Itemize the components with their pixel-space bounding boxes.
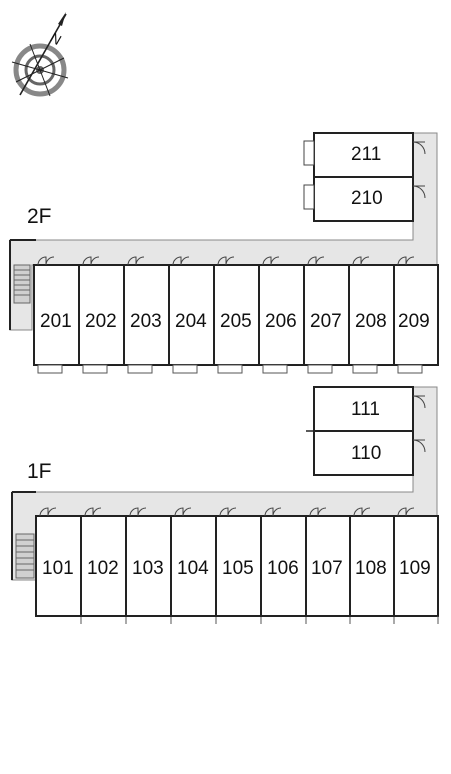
- unit-number: 210: [351, 188, 383, 209]
- unit-205: 205: [213, 256, 260, 374]
- unit-number: 204: [175, 311, 207, 332]
- unit-102: 102: [80, 507, 127, 624]
- unit-number: 205: [220, 311, 252, 332]
- unit-105: 105: [215, 507, 262, 624]
- unit-number: 101: [42, 558, 74, 579]
- unit-111: 111: [306, 386, 426, 432]
- unit-104: 104: [170, 507, 217, 624]
- unit-number: 104: [177, 558, 209, 579]
- unit-number: 109: [399, 558, 431, 579]
- unit-207: 207: [303, 256, 350, 374]
- unit-number: 103: [132, 558, 164, 579]
- staircase-2f: [13, 264, 31, 304]
- unit-211: 211: [303, 132, 426, 178]
- unit-number: 102: [87, 558, 119, 579]
- unit-201: 201: [33, 256, 80, 374]
- unit-number: 206: [265, 311, 297, 332]
- unit-206: 206: [258, 256, 305, 374]
- unit-109: 109: [393, 507, 439, 624]
- compass-north-label: N: [48, 29, 65, 48]
- floor-label-1f: 1F: [27, 460, 52, 483]
- unit-107: 107: [305, 507, 351, 624]
- unit-209: 209: [393, 256, 439, 374]
- unit-number: 106: [267, 558, 299, 579]
- unit-101: 101: [35, 507, 82, 624]
- unit-number: 202: [85, 311, 117, 332]
- unit-number: 110: [351, 443, 381, 464]
- unit-number: 211: [351, 144, 381, 165]
- unit-203: 203: [123, 256, 170, 374]
- unit-110: 110: [313, 430, 426, 476]
- unit-number: 107: [311, 558, 343, 579]
- compass-north-icon: N: [11, 12, 69, 97]
- floor-1f: 1F 111 110: [11, 386, 439, 624]
- unit-number: 105: [222, 558, 254, 579]
- unit-106: 106: [260, 507, 307, 624]
- unit-number: 209: [398, 311, 430, 332]
- unit-103: 103: [125, 507, 172, 624]
- unit-108: 108: [349, 507, 395, 624]
- unit-number: 108: [355, 558, 387, 579]
- floor-label-2f: 2F: [27, 205, 52, 228]
- unit-210: 210: [303, 176, 426, 222]
- unit-number: 111: [351, 399, 380, 420]
- unit-number: 207: [310, 311, 342, 332]
- unit-202: 202: [78, 256, 125, 374]
- unit-208: 208: [348, 256, 395, 374]
- floor-2f: 2F 211 210: [9, 132, 439, 374]
- unit-number: 208: [355, 311, 387, 332]
- unit-number: 203: [130, 311, 162, 332]
- staircase-1f: [15, 533, 35, 579]
- unit-number: 201: [40, 311, 72, 332]
- unit-204: 204: [168, 256, 215, 374]
